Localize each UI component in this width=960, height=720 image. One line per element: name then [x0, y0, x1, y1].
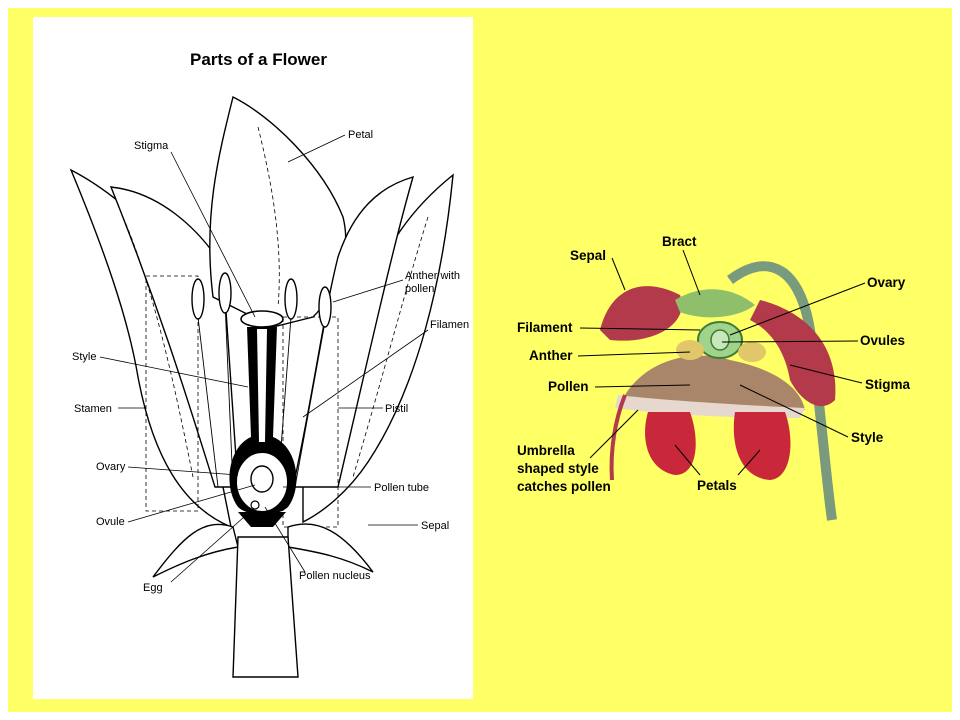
photo-anthers-left [676, 340, 704, 360]
label-pistil: Pistil [385, 403, 408, 415]
photo-leader-lines [577, 249, 866, 476]
leader-stigma [170, 151, 256, 318]
photo-sepal-right [750, 300, 836, 407]
leader-pollen-nucleus [264, 506, 306, 573]
label-pollen-tube: Pollen tube [374, 482, 429, 494]
filament-4 [294, 321, 326, 488]
label-style: Style [72, 351, 96, 363]
anther-2 [218, 272, 232, 314]
petal-vein-right [352, 216, 429, 478]
leader-egg [170, 508, 254, 583]
label-sepal: Sepal [421, 520, 449, 532]
photo-umbrella-style [625, 355, 805, 414]
photo-sepal-left [600, 286, 682, 341]
filament-2 [224, 301, 234, 488]
photo-petal-left [645, 412, 696, 475]
ovule-shape [250, 465, 274, 493]
anther-3 [284, 278, 298, 320]
filament-1 [197, 316, 219, 488]
flower-diagram: Parts of a Flower [69, 50, 469, 678]
photo-label-anther: Anther [529, 348, 573, 363]
photo-label-umbrella-line3: catches pollen [517, 479, 611, 494]
photo-label-filament: Filament [517, 320, 573, 335]
diagram-title: Parts of a Flower [190, 50, 327, 69]
label-pollen-nucleus: Pollen nucleus [299, 570, 371, 582]
photo-label-ovary: Ovary [867, 275, 906, 290]
label-filament: Filamen [430, 319, 469, 331]
photo-ovules [710, 329, 730, 351]
photo-umbrella-tail [609, 394, 627, 481]
label-ovary: Ovary [96, 461, 126, 473]
photo-label-umbrella-line2: shaped style [517, 461, 599, 476]
left-sepal-outline [152, 523, 239, 578]
receptacle [238, 512, 286, 527]
leader-ovule [127, 484, 256, 523]
label-anther-line1: Anther with [405, 270, 460, 282]
anther-1 [191, 278, 205, 320]
anther-4 [318, 286, 332, 328]
stem-outline [232, 536, 299, 678]
photo-anthers-right [738, 342, 766, 362]
leader-petal [287, 134, 346, 163]
back-left-petal-outline [109, 186, 239, 488]
photo-label-bract: Bract [662, 234, 697, 249]
label-ovule: Ovule [96, 516, 125, 528]
photo-label-petals: Petals [697, 478, 737, 493]
egg-shape [250, 500, 260, 510]
back-right-petal-outline [292, 175, 415, 488]
photo-label-sepal: Sepal [570, 248, 606, 263]
photo-label-pollen: Pollen [548, 379, 589, 394]
label-egg: Egg [143, 582, 163, 594]
leader-ovary [127, 466, 239, 476]
label-anther-line2: pollen [405, 283, 434, 295]
style-inner [257, 329, 267, 442]
label-petal: Petal [348, 129, 373, 141]
petal-vein-center [257, 126, 280, 308]
label-stamen: Stamen [74, 403, 112, 415]
photo-label-ovules: Ovules [860, 333, 905, 348]
label-stigma: Stigma [134, 140, 169, 152]
photo-label-stigma: Stigma [865, 377, 911, 392]
flower-diagram-panel: Parts of a Flower [33, 17, 473, 699]
stamen-bracket [145, 275, 199, 512]
photo-label-style: Style [851, 430, 884, 445]
leader-filament [302, 329, 429, 418]
right-sepal-outline [287, 523, 374, 573]
photo-bract [675, 289, 755, 318]
leader-anther [332, 279, 404, 303]
petal-vein-left [122, 216, 194, 478]
photo-label-umbrella-line1: Umbrella [517, 443, 575, 458]
leader-style [99, 356, 249, 388]
